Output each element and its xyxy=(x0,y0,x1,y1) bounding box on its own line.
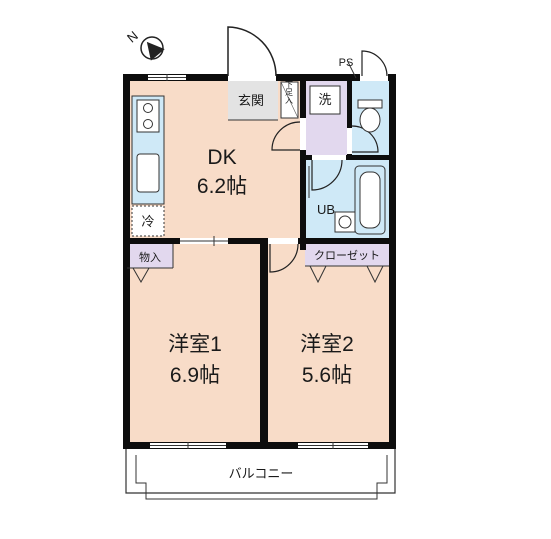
wall-wash-toilet xyxy=(347,74,352,160)
wall-right xyxy=(389,74,396,448)
door-gap-ps xyxy=(360,74,388,81)
cooktop xyxy=(136,99,160,133)
closet-floor xyxy=(305,244,389,266)
closet-door-mark xyxy=(366,265,384,284)
washer-label: 洗 xyxy=(318,92,331,107)
basin-bowl-icon xyxy=(338,215,352,229)
storage-floor xyxy=(127,244,173,268)
closet-label: クローゼット xyxy=(314,249,380,262)
closet-door-mark xyxy=(309,265,327,284)
door-ps xyxy=(361,50,388,77)
door-bath xyxy=(311,159,343,191)
burner-icon xyxy=(143,119,153,129)
refrigerator-label: 冷 xyxy=(141,214,154,229)
compass: N xyxy=(124,28,165,61)
door-western2 xyxy=(269,243,299,273)
wall-left xyxy=(123,74,130,448)
balcony-railing xyxy=(135,455,388,500)
shoe-box-label: 下足入 xyxy=(285,80,294,104)
western1-room-size: 6.9帖 xyxy=(170,364,220,387)
wall-bottom xyxy=(123,442,396,449)
storage-door-mark xyxy=(132,267,150,284)
unit-bath-label: UB xyxy=(317,202,335,217)
entrance-floor xyxy=(228,80,278,120)
door-gap-western2 xyxy=(268,238,298,244)
entrance-label: 玄関 xyxy=(238,93,264,108)
kitchen-sink xyxy=(136,153,160,193)
toilet-tank xyxy=(357,99,383,109)
western2-room-size: 5.6帖 xyxy=(302,364,352,387)
wash-basin xyxy=(334,211,356,233)
western1-room-name: 洋室1 xyxy=(168,333,222,356)
dk-room-size: 6.2帖 xyxy=(197,175,247,198)
western2-room-name: 洋室2 xyxy=(300,333,354,356)
refrigerator-space xyxy=(131,205,165,237)
burner-icon xyxy=(143,103,153,113)
balcony-label: バルコニー xyxy=(229,466,294,481)
bathtub-inner xyxy=(359,171,381,229)
door-gap-washroom xyxy=(300,118,306,150)
toilet-bowl-icon xyxy=(359,107,381,133)
pipe-space-label: PS xyxy=(339,57,354,69)
storage-label: 物入 xyxy=(139,250,161,264)
dk-room-name: DK xyxy=(207,146,236,169)
door-gap-toilet xyxy=(347,128,352,154)
balcony-outline xyxy=(125,449,396,494)
wall-middle-vertical xyxy=(260,238,268,448)
western1-floor xyxy=(127,244,260,444)
wall-dk-right xyxy=(300,74,306,250)
washer-pan xyxy=(309,85,341,115)
wall-closet-bottom xyxy=(300,238,396,244)
door-washroom xyxy=(271,121,301,151)
western2-floor xyxy=(268,244,389,444)
door-toilet xyxy=(351,125,379,153)
compass-label: N xyxy=(124,28,141,46)
entrance-door-gap xyxy=(228,74,276,81)
entrance-door xyxy=(227,26,277,77)
door-gap-bath xyxy=(312,155,346,160)
